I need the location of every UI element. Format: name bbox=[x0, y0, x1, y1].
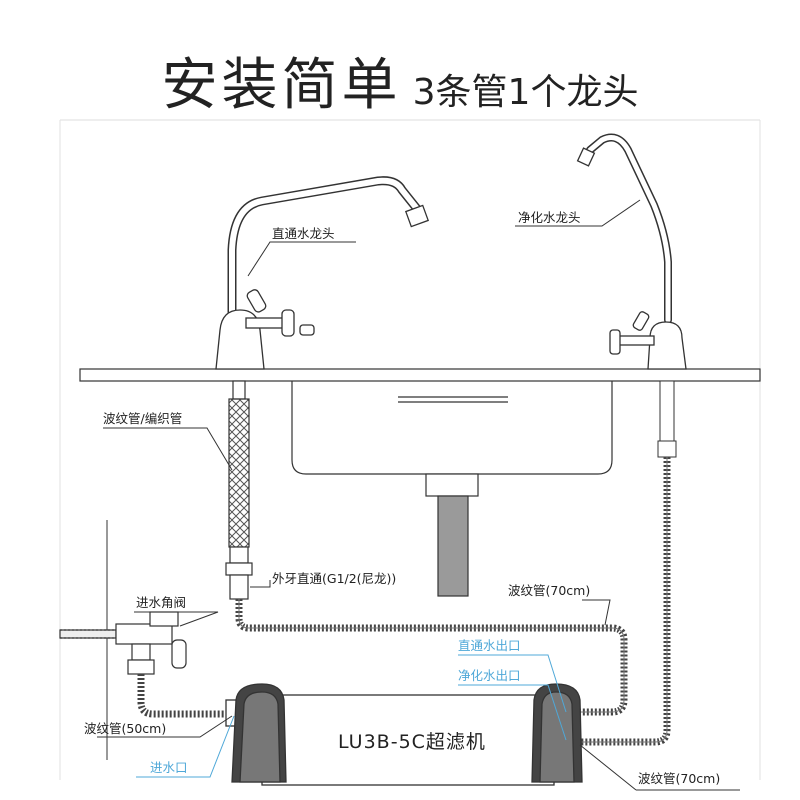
leader-lines bbox=[97, 199, 740, 791]
hose-50-label: 波纹管(50cm) bbox=[84, 721, 166, 736]
filter-unit bbox=[225, 683, 583, 786]
purified-faucet-hose bbox=[572, 380, 677, 746]
inlet-angle-valve-icon bbox=[59, 611, 187, 675]
hose-70-bottom-label: 波纹管(70cm) bbox=[638, 771, 720, 786]
inlet-angle-valve-label: 进水角阀 bbox=[136, 595, 186, 610]
direct-faucet-icon bbox=[215, 176, 430, 370]
purified-faucet-label: 净化水龙头 bbox=[518, 210, 581, 225]
braided-hose bbox=[225, 380, 253, 600]
blue-leader-lines bbox=[136, 654, 567, 778]
title-main: 安装简单 bbox=[161, 53, 402, 118]
direct-faucet-label: 直通水龙头 bbox=[272, 226, 335, 241]
drain-pipe bbox=[425, 473, 479, 597]
male-connector-label: 外牙直通(G1/2(尼龙)) bbox=[272, 571, 396, 586]
hose-70-top-label: 波纹管(70cm) bbox=[508, 583, 590, 598]
backdrop bbox=[59, 119, 761, 780]
sink-basin bbox=[291, 381, 613, 475]
countertop bbox=[79, 368, 761, 382]
purified-faucet-icon bbox=[576, 133, 687, 370]
title-sub: 3条管1个龙头 bbox=[412, 72, 639, 113]
purified-outlet-label: 净化水出口 bbox=[458, 668, 521, 683]
inlet-label: 进水口 bbox=[150, 760, 188, 775]
direct-outlet-label: 直通水出口 bbox=[458, 638, 521, 653]
unit-model-label: LU3B-5C超滤机 bbox=[338, 731, 486, 753]
hose-50 bbox=[137, 674, 228, 718]
braided-hose-label: 波纹管/编织管 bbox=[103, 411, 182, 426]
page-title: 安装简单 3条管1个龙头 bbox=[0, 40, 800, 121]
